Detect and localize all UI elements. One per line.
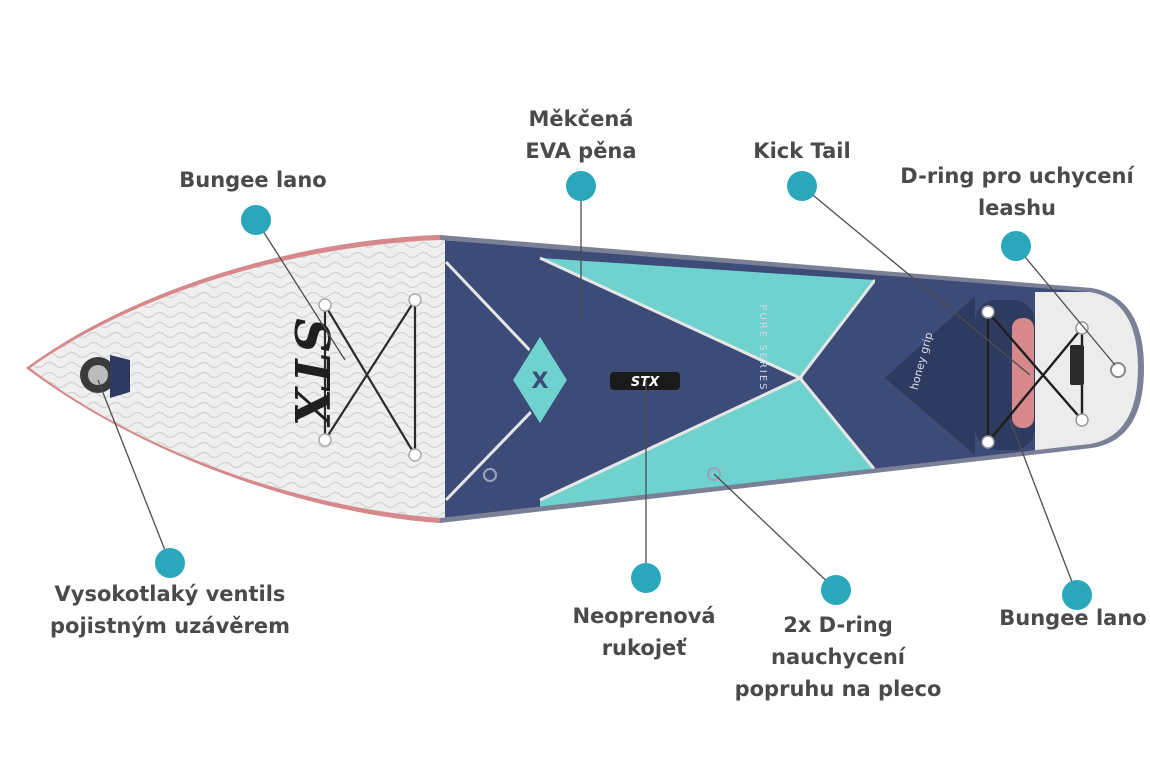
leash-d-ring	[1110, 362, 1126, 378]
series-text: PURE SERIES	[757, 304, 768, 391]
leader-bungee-front	[255, 219, 346, 361]
label-dring-leash: D-ring pro uchycení leashu	[900, 164, 1134, 220]
label-valve: Vysokotlaký ventils pojistným uzávěrem	[50, 582, 290, 638]
nose-bungee-anchor	[318, 298, 332, 312]
leader-dring-leash	[1015, 245, 1116, 366]
marker-valve	[155, 548, 185, 578]
neoprene-handle	[610, 372, 680, 390]
tail-bungee-anchor	[1075, 321, 1089, 335]
emblem-x: X	[532, 369, 549, 394]
deck-emblem	[510, 333, 570, 427]
valve-badge	[110, 355, 130, 398]
leader-dring-strap	[713, 473, 837, 591]
label-dring-strap: 2x D-ring nauchycení popruhu na pleco	[734, 613, 942, 701]
leader-bungee-rear	[1009, 419, 1078, 596]
tail-bungee-anchor	[981, 435, 995, 449]
panel-line-right	[798, 279, 877, 471]
side-d-ring	[483, 468, 497, 482]
tail-bungee-anchor	[981, 305, 995, 319]
teal-panel-top	[540, 258, 875, 378]
nose-bungee	[323, 299, 417, 456]
marker-dring-leash	[1001, 231, 1031, 261]
marker-bungee-rear	[1062, 580, 1092, 610]
label-bungee-rear: Bungee lano	[999, 606, 1147, 630]
valve-cap	[88, 365, 108, 385]
leader-valve	[97, 379, 171, 564]
nose-bungee-anchor	[318, 433, 332, 447]
marker-kicktail	[787, 171, 817, 201]
label-eva: Měkčená EVA pěna	[525, 107, 637, 163]
nose-bungee-anchor	[408, 448, 422, 462]
fin-box	[1070, 345, 1084, 385]
marker-bungee-front	[241, 205, 271, 235]
marker-handle	[631, 563, 661, 593]
label-handle: Neoprenová rukojeť	[572, 604, 716, 660]
leader-lines	[97, 185, 1116, 596]
label-bungee-front: Bungee lano	[179, 168, 327, 192]
tail-pad	[885, 296, 975, 455]
kick-tail-accent	[1012, 318, 1034, 428]
nose-bungee-anchor	[408, 293, 422, 307]
label-kicktail: Kick Tail	[753, 139, 851, 163]
marker-eva	[566, 171, 596, 201]
leader-kicktail	[801, 185, 1031, 376]
board-logo: STX	[283, 318, 339, 427]
marker-dring-strap	[821, 575, 851, 605]
tail-bungee-anchor	[1075, 413, 1089, 427]
